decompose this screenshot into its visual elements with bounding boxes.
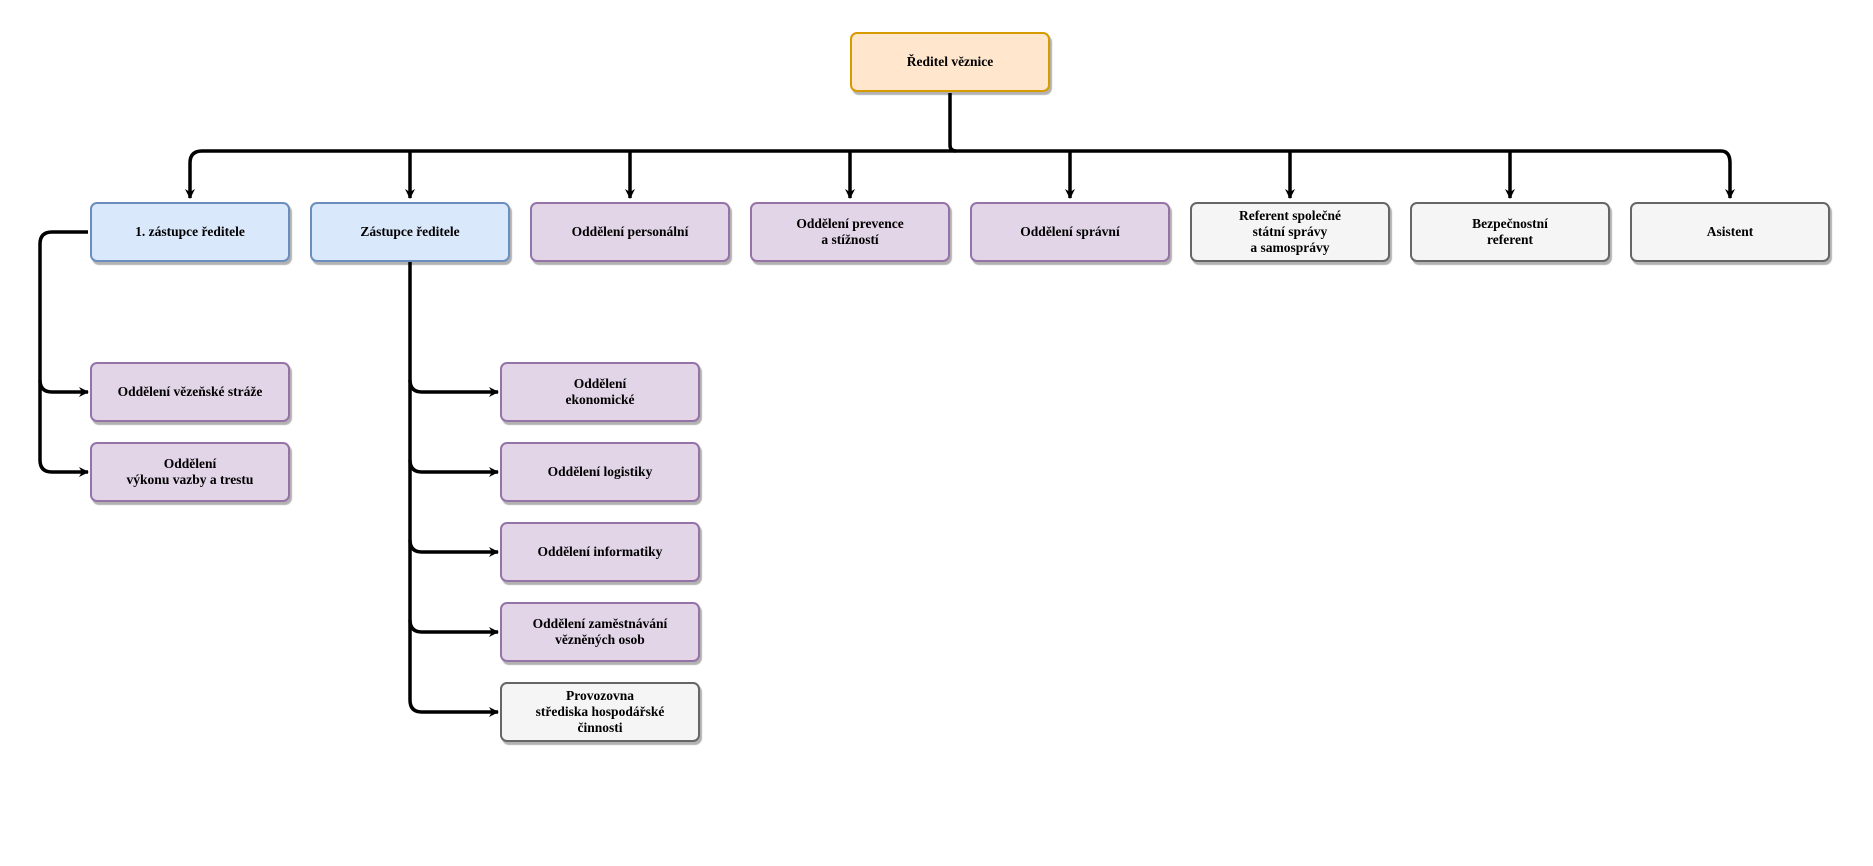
node-economic-activity-workshop: Provozovna střediska hospodářské činnost… [500, 682, 700, 742]
root-trunk-line [948, 93, 957, 153]
arrow-to-assistant [1720, 149, 1735, 199]
deputy-spine [408, 262, 499, 717]
arrow-to-economic [408, 379, 499, 397]
node-personnel-department: Oddělení personální [530, 202, 730, 262]
node-assistant: Asistent [1630, 202, 1830, 262]
node-administration-department: Oddělení správní [970, 202, 1170, 262]
node-deputy-director: Zástupce ředitele [310, 202, 510, 262]
node-custody-sentence-department: Oddělení výkonu vazby a trestu [90, 442, 290, 502]
root-node-prison-director: Ředitel věznice [850, 32, 1050, 92]
node-it-department: Oddělení informatiky [500, 522, 700, 582]
first-deputy-spine [38, 230, 89, 477]
node-inmate-employment-department: Oddělení zaměstnávání vězněných osob [500, 602, 700, 662]
node-state-administration-referent: Referent společné státní správy a samosp… [1190, 202, 1390, 262]
arrow-to-first-deputy [185, 149, 203, 199]
arrow-to-guard-dept [38, 379, 89, 397]
node-prevention-department: Oddělení prevence a stížností [750, 202, 950, 262]
node-first-deputy-director: 1. zástupce ředitele [90, 202, 290, 262]
node-security-referent: Bezpečnostní referent [1410, 202, 1610, 262]
node-logistics-department: Oddělení logistiky [500, 442, 700, 502]
arrow-to-employment [408, 619, 499, 637]
node-economic-department: Oddělení ekonomické [500, 362, 700, 422]
node-prison-guard-department: Oddělení vězeňské stráže [90, 362, 290, 422]
arrow-to-it [408, 539, 499, 557]
arrow-to-logistics [408, 459, 499, 477]
